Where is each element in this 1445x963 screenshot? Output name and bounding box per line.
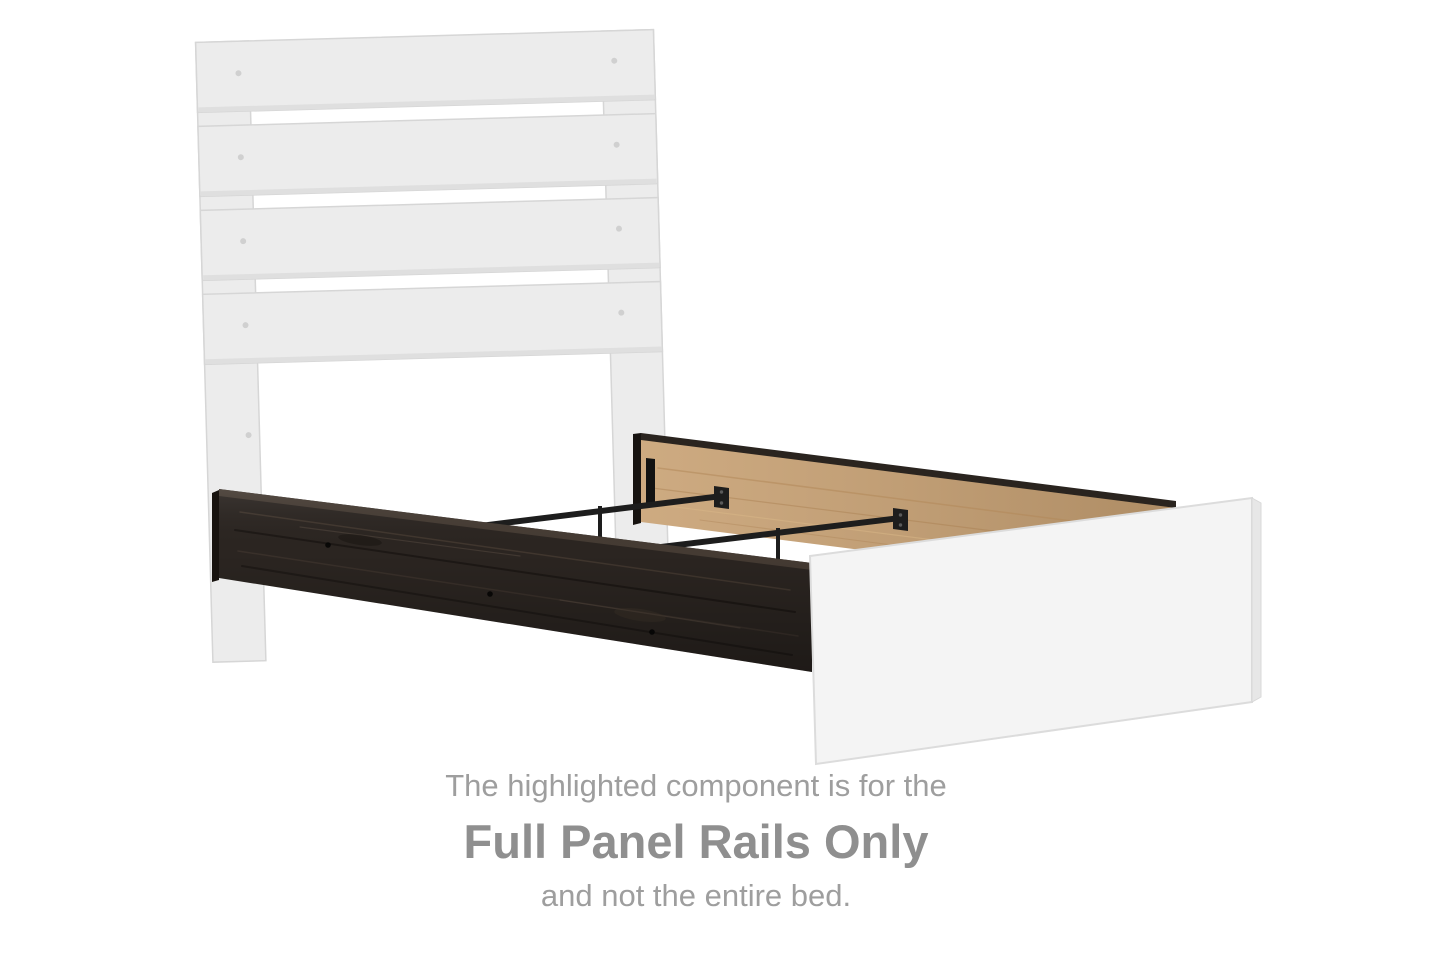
slat-support-foot-2 <box>776 528 780 566</box>
caption: The highlighted component is for the Ful… <box>0 764 1392 918</box>
slat-support-foot-1 <box>598 506 602 548</box>
plank-shadow <box>200 178 657 197</box>
side-rail-shading <box>219 489 812 672</box>
slat-bracket-1 <box>714 486 729 509</box>
back-rail-top-edge <box>641 433 1176 509</box>
footboard-ghost <box>808 496 1262 766</box>
metal-slats <box>440 486 908 566</box>
metal-slat-2 <box>620 515 900 555</box>
side-rail-highlight <box>212 489 812 672</box>
back-rail-left-bracket <box>646 458 655 505</box>
side-rail-end-cap <box>212 490 219 582</box>
back-rail-end-cap <box>633 433 641 525</box>
footboard-side-edge <box>1251 497 1262 703</box>
plank-shadow <box>198 94 655 113</box>
bracket-bolts <box>719 490 903 527</box>
headboard-screw-marks <box>235 57 625 439</box>
highlighted-component-name: Full Panel Rails Only <box>463 815 929 869</box>
plank-shadow <box>205 346 662 365</box>
metal-slat-1 <box>440 493 722 534</box>
slat-bracket-2 <box>893 508 908 531</box>
caption-line-3: and not the entire bed. <box>540 878 852 914</box>
plank-shadow <box>203 262 660 281</box>
caption-line-1: The highlighted component is for the <box>445 768 947 803</box>
